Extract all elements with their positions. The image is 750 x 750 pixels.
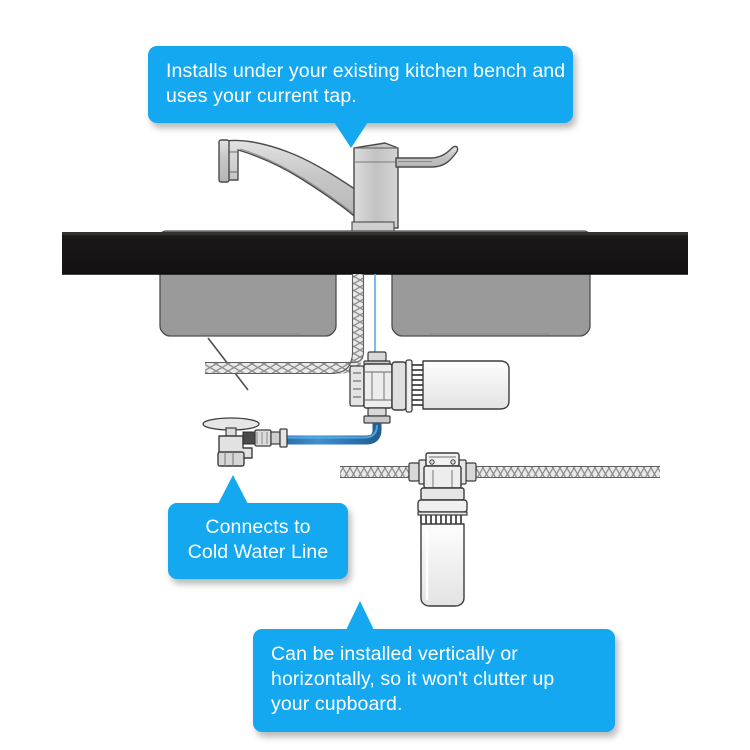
kitchen-bench bbox=[62, 232, 688, 275]
callout-bottom-line-2: horizontally, so it won't clutter up bbox=[271, 667, 555, 690]
callout-top-arrow-down-icon bbox=[334, 121, 368, 148]
callout-cold-water-line: Connects to Cold Water Line bbox=[168, 475, 348, 579]
blue-tube-to-valve bbox=[286, 423, 382, 445]
callout-cold-line-2: Cold Water Line bbox=[187, 540, 329, 563]
cold-water-valve bbox=[202, 417, 288, 467]
callout-bottom-line-3: your cupboard. bbox=[271, 692, 403, 715]
braided-hose bbox=[205, 274, 365, 375]
callout-bottom-arrow-up-icon bbox=[346, 601, 374, 630]
callout-top-line-1: Installs under your existing kitchen ben… bbox=[166, 60, 566, 82]
callout-bottom-line-1: Can be installed vertically or bbox=[271, 643, 518, 665]
kitchen-tap bbox=[218, 139, 459, 241]
callout-cold-line-1: Connects to bbox=[205, 516, 311, 538]
callout-top-line-2: uses your current tap. bbox=[166, 84, 357, 107]
callout-install-orientation: Can be installed vertically or horizonta… bbox=[253, 601, 615, 732]
callout-installs-under-bench: Installs under your existing kitchen ben… bbox=[148, 46, 573, 148]
vertical-filter bbox=[408, 452, 477, 607]
horizontal-filter bbox=[349, 359, 510, 424]
callout-cold-arrow-up-icon bbox=[218, 475, 248, 504]
braided-hose-lower bbox=[340, 465, 660, 479]
blue-tube bbox=[372, 274, 382, 352]
